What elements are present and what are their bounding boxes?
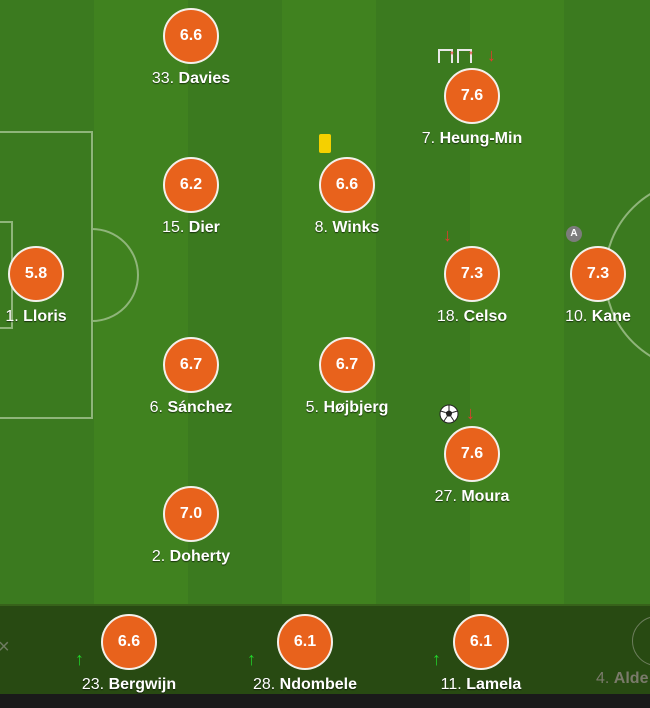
player-rating: 7.3 [570,246,626,302]
player-rating: 5.8 [8,246,64,302]
player-name: 27. Moura [434,488,510,505]
player-name: 5. Højbjerg [305,399,389,416]
player-rating: 6.7 [163,337,219,393]
player-name: 1. Lloris [5,308,67,325]
close-icon[interactable]: × [0,636,10,658]
player-rating: 6.6 [163,8,219,64]
player-dier[interactable]: 6.2 15. Dier [116,157,266,237]
player-name: 15. Dier [162,219,220,236]
bottom-bar [0,694,650,708]
player-rating: 6.1 [453,614,509,670]
sub-on-arrow-icon: ↑ [75,649,84,669]
player-name: 2. Doherty [151,548,231,565]
yellow-card-icon [319,134,331,153]
sub-player-ndombele[interactable]: 6.1 28. Ndombele [230,614,380,694]
player-rating: 7.0 [163,486,219,542]
sub-off-arrow-icon: ↓ [487,45,496,65]
player-name: 28. Ndombele [252,676,358,693]
player-rating: 6.2 [163,157,219,213]
player-winks[interactable]: 6.6 8. Winks [272,157,422,237]
svg-text:*: * [469,50,473,61]
sub-on-arrow-icon: ↑ [432,649,441,669]
player-name: 8. Winks [314,219,380,236]
player-name: 10. Kane [565,308,631,325]
player-rating: 6.6 [319,157,375,213]
player-rating: 7.3 [444,246,500,302]
assist-icon: * * [438,49,473,63]
sub-player-bergwijn[interactable]: 6.6 23. Bergwijn [54,614,204,694]
player-name: 23. Bergwijn [81,676,177,693]
player-name: 6. Sánchez [149,399,233,416]
goal-ball-icon [439,404,459,424]
player-davies[interactable]: 6.6 33. Davies [116,8,266,88]
pitch: 6.6 33. Davies 7.6 7. Heung-Min * * ↓ 6.… [0,0,650,604]
penalty-box [0,131,93,419]
player-rating: 6.1 [277,614,333,670]
player-doherty[interactable]: 7.0 2. Doherty [116,486,266,566]
player-rating: 7.6 [444,68,500,124]
player-rating: 7.6 [444,426,500,482]
svg-text:*: * [450,50,454,61]
player-kane[interactable]: 7.3 10. Kane [523,246,650,326]
player-name: 33. Davies [151,70,231,87]
player-name: 7. Heung-Min [421,130,523,147]
sub-off-arrow-icon: ↓ [466,403,475,423]
sub-player-lamela[interactable]: 6.1 11. Lamela [406,614,556,694]
penalty-arc [91,228,139,322]
player-name: 18. Celso [436,308,508,325]
sub-off-arrow-icon: ↓ [443,225,452,245]
player-heung-min[interactable]: 7.6 7. Heung-Min [397,68,547,148]
player-lloris[interactable]: 5.8 1. Lloris [0,246,111,326]
player-rating: 6.7 [319,337,375,393]
player-name: 11. Lamela [440,676,522,693]
captain-icon: A [566,226,582,242]
sub-on-arrow-icon: ↑ [247,649,256,669]
player-celso[interactable]: 7.3 18. Celso [397,246,547,326]
player-hojbjerg[interactable]: 6.7 5. Højbjerg [272,337,422,417]
player-moura[interactable]: 7.6 27. Moura [397,426,547,506]
sub-player-partial-name: 4. Alde [596,670,649,687]
player-sanchez[interactable]: 6.7 6. Sánchez [116,337,266,417]
player-rating: 6.6 [101,614,157,670]
